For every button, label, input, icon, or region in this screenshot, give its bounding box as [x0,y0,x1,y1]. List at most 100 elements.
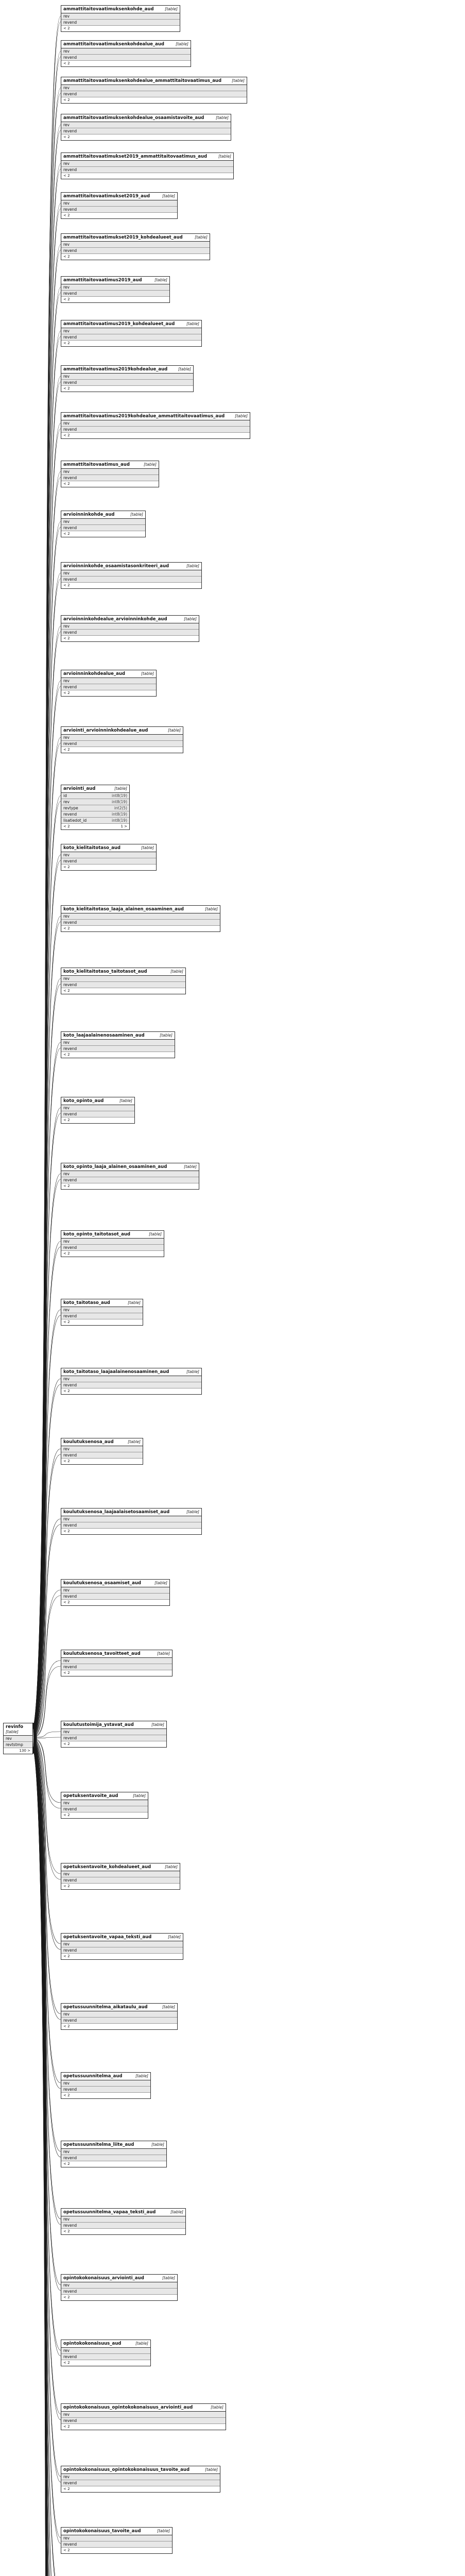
table-node-opintokokonaisuus_opintokokonaisuus_arviointi_aud[interactable]: opintokokonaisuus_opintokokonaisuus_arvi… [61,2403,226,2430]
column-name: rev [63,1377,70,1382]
parents-count: < 2 [63,636,70,641]
table-name: ammattitaitovaatimuksenkohdealue_ammatti… [63,78,222,83]
table-footer: < 2 [61,1319,143,1325]
column-row: revend [61,207,177,213]
table-node-ammattitaitovaatimuksenkohdealue_aud[interactable]: ammattitaitovaatimuksenkohdealue_aud[tab… [61,40,191,67]
table-header: ammattitaitovaatimuksenkohdealue_aud[tab… [61,41,191,49]
table-node-opetuksentavoite_kohdealueet_aud[interactable]: opetuksentavoite_kohdealueet_aud[table]r… [61,1863,180,1890]
table-node-ammattitaitovaatimukset2019_ammattitaitovaatimus_aud[interactable]: ammattitaitovaatimukset2019_ammattitaito… [61,152,234,179]
table-type-label: [table] [128,1439,141,1444]
table-node-opetussuunnitelma_aikataulu_aud[interactable]: opetussuunnitelma_aikataulu_aud[table]re… [61,2003,178,2030]
column-row: rev [61,1105,134,1112]
table-node-koto_kielitaitotaso_laaja_alainen_osaaminen_aud[interactable]: koto_kielitaitotaso_laaja_alainen_osaami… [61,905,220,932]
table-node-koto_opinto_laaja_alainen_osaaminen_aud[interactable]: koto_opinto_laaja_alainen_osaaminen_aud [… [61,1163,199,1190]
table-type-label: [table] [114,786,127,791]
column-row: revend [61,525,145,532]
table-node-arvioinninkohdealue_arvioinninkohde_aud[interactable]: arvioinninkohdealue_arvioinninkohde_aud[… [61,615,199,642]
table-name: ammattitaitovaatimuksenkohde_aud [63,7,154,12]
table-node-ammattitaitovaatimus2019_kohdealueet_aud[interactable]: ammattitaitovaatimus2019_kohdealueet_aud… [61,320,202,347]
column-row: revend [61,1735,166,1742]
column-row: rev [4,1736,32,1742]
table-footer: < 2 [61,1954,183,1959]
table-node-koulutuksenosa_laajaalaisetosaamiset_aud[interactable]: koulutuksenosa_laajaalaisetosaamiset_aud… [61,1508,202,1535]
table-node-ammattitaitovaatimukset2019_aud[interactable]: ammattitaitovaatimukset2019_aud[table]re… [61,192,178,219]
column-row: rev [61,1446,143,1453]
table-node-koto_kielitaitotaso_taitotasot_aud[interactable]: koto_kielitaitotaso_taitotasot_aud[table… [61,968,186,994]
table-type-label: [table] [232,78,245,83]
table-node-koto_taitotaso_laajaalainenosaaminen_aud[interactable]: koto_taitotaso_laajaalainenosaaminen_aud… [61,1368,202,1395]
table-node-ammattitaitovaatimuksenkohde_aud[interactable]: ammattitaitovaatimuksenkohde_aud[table]r… [61,5,180,32]
column-row: rev [61,519,145,526]
table-name: koto_opinto_laaja_alainen_osaaminen_aud [63,1164,167,1170]
parents-count: < 2 [63,824,70,829]
table-node-ammattitaitovaatimus2019kohdealue_ammattitaitovaatimus_aud[interactable]: ammattitaitovaatimus2019kohdealue_ammatt… [61,412,250,439]
column-row: revend [61,577,201,583]
table-node-opetussuunnitelma_vapaa_teksti_aud[interactable]: opetussuunnitelma_vapaa_teksti_aud[table… [61,2208,186,2235]
column-type: int8(19) [112,793,127,799]
table-header: koulutuksenosa_laajaalaisetosaamiset_aud… [61,1509,201,1517]
table-footer: < 2 [61,481,159,487]
column-row: revend [61,2155,166,2162]
table-header: opintokokonaisuus_arviointi_aud[table] [61,2275,177,2283]
table-name: opintokokonaisuus_tavoite_aud [63,2529,141,2534]
table-header: koto_taitotaso_aud[table] [61,1299,143,1308]
table-node-ammattitaitovaatimuksenkohdealue_osaamistavoite_aud[interactable]: ammattitaitovaatimuksenkohdealue_osaamis… [61,114,231,141]
table-header: ammattitaitovaatimuksenkohde_aud[table] [61,6,180,14]
table-node-ammattitaitovaatimus2019kohdealue_aud[interactable]: ammattitaitovaatimus2019kohdealue_aud[ta… [61,365,194,392]
table-node-ammattitaitovaatimuksenkohdealue_ammattitaitovaatimus_aud[interactable]: ammattitaitovaatimuksenkohdealue_ammatti… [61,77,247,104]
table-name: koulutuksenosa_aud [63,1439,114,1445]
column-row: rev [61,200,177,207]
table-footer: < 2 [61,1459,143,1464]
column-row: rev [61,242,210,248]
column-name: revend [63,859,77,864]
table-footer: < 2 [61,1670,172,1676]
table-node-opetuksentavoite_vapaa_teksti_aud[interactable]: opetuksentavoite_vapaa_teksti_aud[table]… [61,1933,183,1960]
table-header: koto_kielitaitotaso_laaja_alainen_osaami… [61,906,220,914]
column-name: rev [63,1239,70,1244]
table-type-label: [table] [235,414,248,418]
column-name: rev [63,374,70,379]
table-type-label: [table] [184,617,197,621]
parents-count: < 2 [63,2487,70,2492]
table-type-label: [table] [184,1164,197,1169]
table-name: opetussuunnitelma_vapaa_teksti_aud [63,2210,156,2215]
table-node-opintokokonaisuus_arviointi_aud[interactable]: opintokokonaisuus_arviointi_aud[table]re… [61,2274,178,2301]
column-name: lisatiedot_id [63,818,87,823]
table-node-arviointi_arvioinninkohdealue_aud[interactable]: arviointi_arvioinninkohdealue_aud[table]… [61,726,183,753]
table-node-opintokokonaisuus_opintokokonaisuus_tavoite_aud[interactable]: opintokokonaisuus_opintokokonaisuus_tavo… [61,2466,220,2493]
table-name: koulutuksenosa_osaamiset_aud [63,1581,141,1586]
parents-count: < 2 [63,1600,70,1605]
table-node-koto_laajaalainenosaaminen_aud[interactable]: koto_laajaalainenosaaminen_aud[table]rev… [61,1031,175,1058]
table-node-revinfo[interactable]: revinfo [table] rev revtstmp 130 > [3,1723,33,1754]
table-name: arviointi_arvioinninkohdealue_aud [63,728,148,733]
column-name: rev [63,2217,70,2222]
table-name: ammattitaitovaatimuksenkohdealue_aud [63,42,165,47]
table-name: ammattitaitovaatimus2019kohdealue_aud [63,367,168,372]
column-name: id [63,793,67,799]
table-name: opetuksentavoite_aud [63,1793,118,1799]
column-name: revend [63,129,77,134]
column-row: rev [61,1376,201,1383]
table-node-ammattitaitovaatimukset2019_kohdealueet_aud[interactable]: ammattitaitovaatimukset2019_kohdealueet_… [61,233,210,260]
table-footer: < 2 [61,1884,180,1889]
table-node-arvioinninkohde_osaamistasonkriteeri_aud[interactable]: arvioinninkohde_osaamistasonkriteeri_aud… [61,562,202,589]
